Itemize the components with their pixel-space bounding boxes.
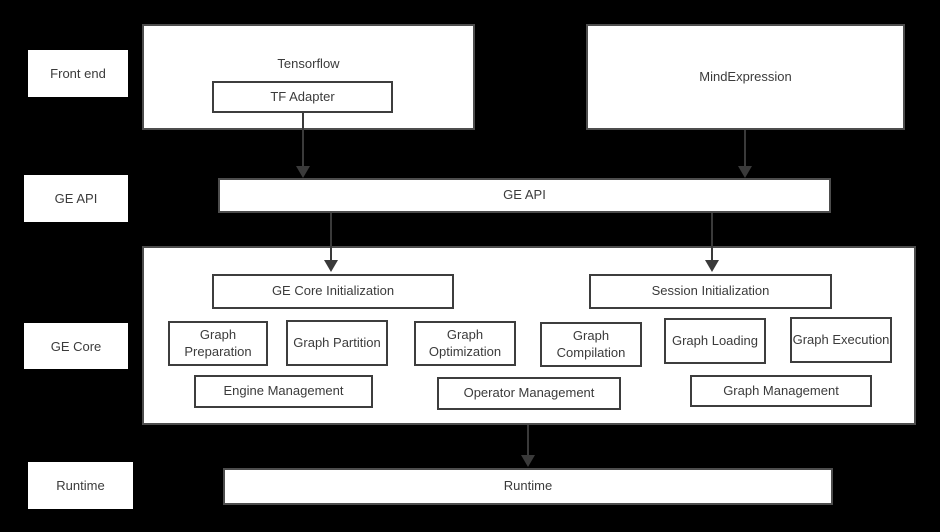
arrow-head (738, 166, 752, 178)
operator-management-box: Operator Management (437, 377, 621, 410)
arrow-ge-api-to-ge-core-init-icon (323, 213, 339, 272)
ge-core-box: GE Core Initialization Session Initializ… (142, 246, 916, 425)
operator-management-label: Operator Management (463, 385, 595, 401)
arrow-shaft (302, 113, 304, 166)
graph-optimization-label: Graph Optimization (428, 327, 502, 359)
arrow-shaft (744, 130, 746, 166)
row-label-ge-core: GE Core (24, 323, 128, 369)
arrow-head (296, 166, 310, 178)
graph-management-box: Graph Management (690, 375, 872, 407)
graph-preparation-label: Graph Preparation (184, 327, 252, 359)
row-label-ge-core-text: GE Core (50, 338, 102, 354)
row-label-front-end-text: Front end (50, 66, 106, 81)
ge-core-initialization-box: GE Core Initialization (212, 274, 454, 309)
graph-loading-box: Graph Loading (664, 318, 766, 364)
mindexpression-label: MindExpression (699, 68, 792, 84)
arrow-shaft (527, 425, 529, 455)
arrow-mindexpression-to-ge-api-icon (737, 130, 753, 178)
engine-management-box: Engine Management (194, 375, 373, 408)
graph-partition-box: Graph Partition (286, 320, 388, 366)
runtime-bar-label: Runtime (503, 478, 553, 494)
tf-adapter-box: TF Adapter (212, 81, 393, 113)
tf-adapter-label: TF Adapter (270, 88, 335, 104)
ge-core-initialization-label: GE Core Initialization (271, 283, 395, 299)
arrow-tf-adapter-to-ge-api-icon (295, 113, 311, 178)
runtime-bar: Runtime (223, 468, 833, 505)
arrow-ge-core-to-runtime-icon (520, 425, 536, 467)
arrow-head (521, 455, 535, 467)
graph-execution-label: Graph Execution (792, 331, 890, 347)
graph-loading-label: Graph Loading (671, 332, 758, 348)
graph-compilation-label: Graph Compilation (556, 328, 626, 360)
arrow-shaft (711, 213, 713, 260)
arrow-head (324, 260, 338, 272)
session-initialization-label: Session Initialization (651, 283, 770, 299)
row-label-ge-api: GE API (24, 175, 128, 222)
engine-management-label: Engine Management (223, 383, 344, 399)
mindexpression-box: MindExpression (586, 24, 905, 130)
ge-api-bar-label: GE API (503, 187, 546, 203)
arrow-head (705, 260, 719, 272)
graph-optimization-box: Graph Optimization (414, 321, 516, 366)
row-label-runtime-text: Runtime (56, 478, 105, 493)
graph-execution-box: Graph Execution (790, 317, 892, 363)
arrow-ge-api-to-session-init-icon (704, 213, 720, 272)
graph-partition-label: Graph Partition (293, 334, 381, 350)
row-label-ge-api-text: GE API (54, 191, 98, 206)
graph-compilation-box: Graph Compilation (540, 322, 642, 367)
graph-management-label: Graph Management (723, 382, 839, 398)
row-label-front-end: Front end (28, 50, 128, 97)
graph-preparation-box: Graph Preparation (168, 321, 268, 366)
row-label-runtime: Runtime (28, 462, 133, 509)
tensorflow-box: Tensorflow TF Adapter (142, 24, 475, 130)
ge-api-bar: GE API (218, 178, 831, 213)
tensorflow-label: Tensorflow (277, 56, 340, 71)
session-initialization-box: Session Initialization (589, 274, 832, 309)
arrow-shaft (330, 213, 332, 260)
